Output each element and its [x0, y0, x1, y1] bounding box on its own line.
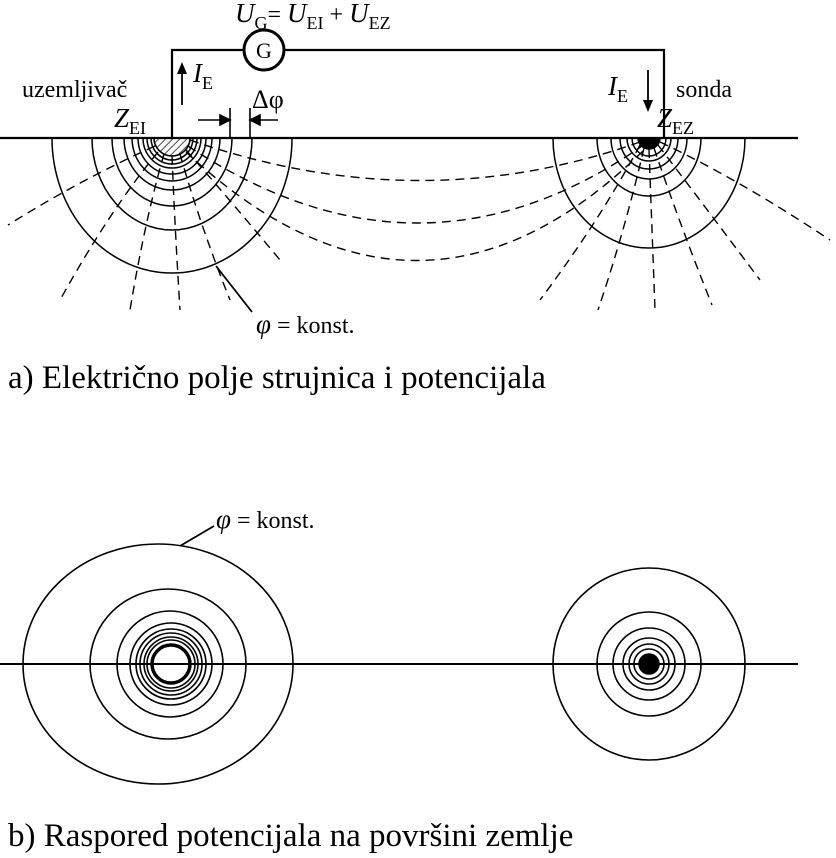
probe-electrode [637, 137, 661, 150]
uzemljivac-label: uzemljivač [22, 77, 127, 103]
current-line [171, 155, 181, 311]
equipotential-line [51, 137, 293, 274]
equipotential-line [111, 137, 233, 207]
delta-phi-label: Δφ [252, 85, 284, 114]
arrow-up-icon [177, 62, 187, 74]
arrow-right-icon [219, 113, 232, 127]
current-line [648, 148, 656, 311]
current-line [59, 151, 159, 301]
phi-konst-label-b: φ = konst. [216, 504, 315, 534]
equipotential-line [131, 137, 213, 182]
generator-label: G [256, 38, 272, 63]
equipotential-line [123, 137, 221, 191]
current-line [185, 149, 281, 261]
equipotential-line [610, 137, 688, 180]
equipotential-line [626, 137, 672, 162]
current-line [185, 149, 645, 262]
equipotential-line [142, 137, 202, 169]
current-line [539, 144, 641, 301]
formula-label: UG= UEI + UEZ [235, 0, 391, 33]
arrow-left-icon [248, 113, 261, 127]
current-line [657, 144, 761, 281]
current-flow-lines [7, 139, 831, 311]
part-b-surface-view: φ = konst. b) Raspored potencijala na po… [0, 504, 798, 854]
circuit-wires [170, 48, 666, 138]
current-label-right: IE [607, 71, 628, 106]
equipotential-line [596, 137, 702, 197]
part-a-cross-section: G UG= UEI + UEZ IE IE uzemljivač sonda Z… [0, 0, 831, 396]
delta-phi-marker [198, 108, 278, 138]
wire-left [170, 48, 243, 138]
equipotential-line [552, 137, 746, 249]
generator-circle [242, 28, 286, 72]
current-arrows [177, 62, 653, 112]
phi-konst-label-a: φ = konst. [256, 309, 355, 339]
impedance-label-right: ZEZ [657, 103, 694, 138]
phi-pointer-line-b [179, 525, 215, 547]
impedance-label-left: ZEI [114, 103, 146, 138]
current-line [653, 147, 713, 306]
caption-a: a) Električno polje strujnica i potencij… [8, 360, 546, 396]
current-line [129, 153, 165, 311]
wire-right [285, 48, 666, 138]
current-line [179, 153, 231, 301]
phi-pointer-line-a [215, 265, 253, 313]
current-line [189, 139, 641, 182]
caption-b: b) Raspored potencijala na površini zeml… [8, 818, 573, 854]
arrow-down-icon [643, 100, 653, 112]
earthing-electrode [153, 137, 191, 157]
right-equipotential-arcs [552, 137, 746, 249]
current-line [597, 147, 645, 311]
current-line [659, 141, 831, 241]
sonda-label: sonda [676, 77, 732, 103]
equipotential-line [91, 137, 253, 231]
current-label-left: IE [192, 58, 213, 93]
equipotential-line [619, 137, 679, 170]
current-line [187, 145, 643, 224]
current-line [7, 145, 156, 226]
